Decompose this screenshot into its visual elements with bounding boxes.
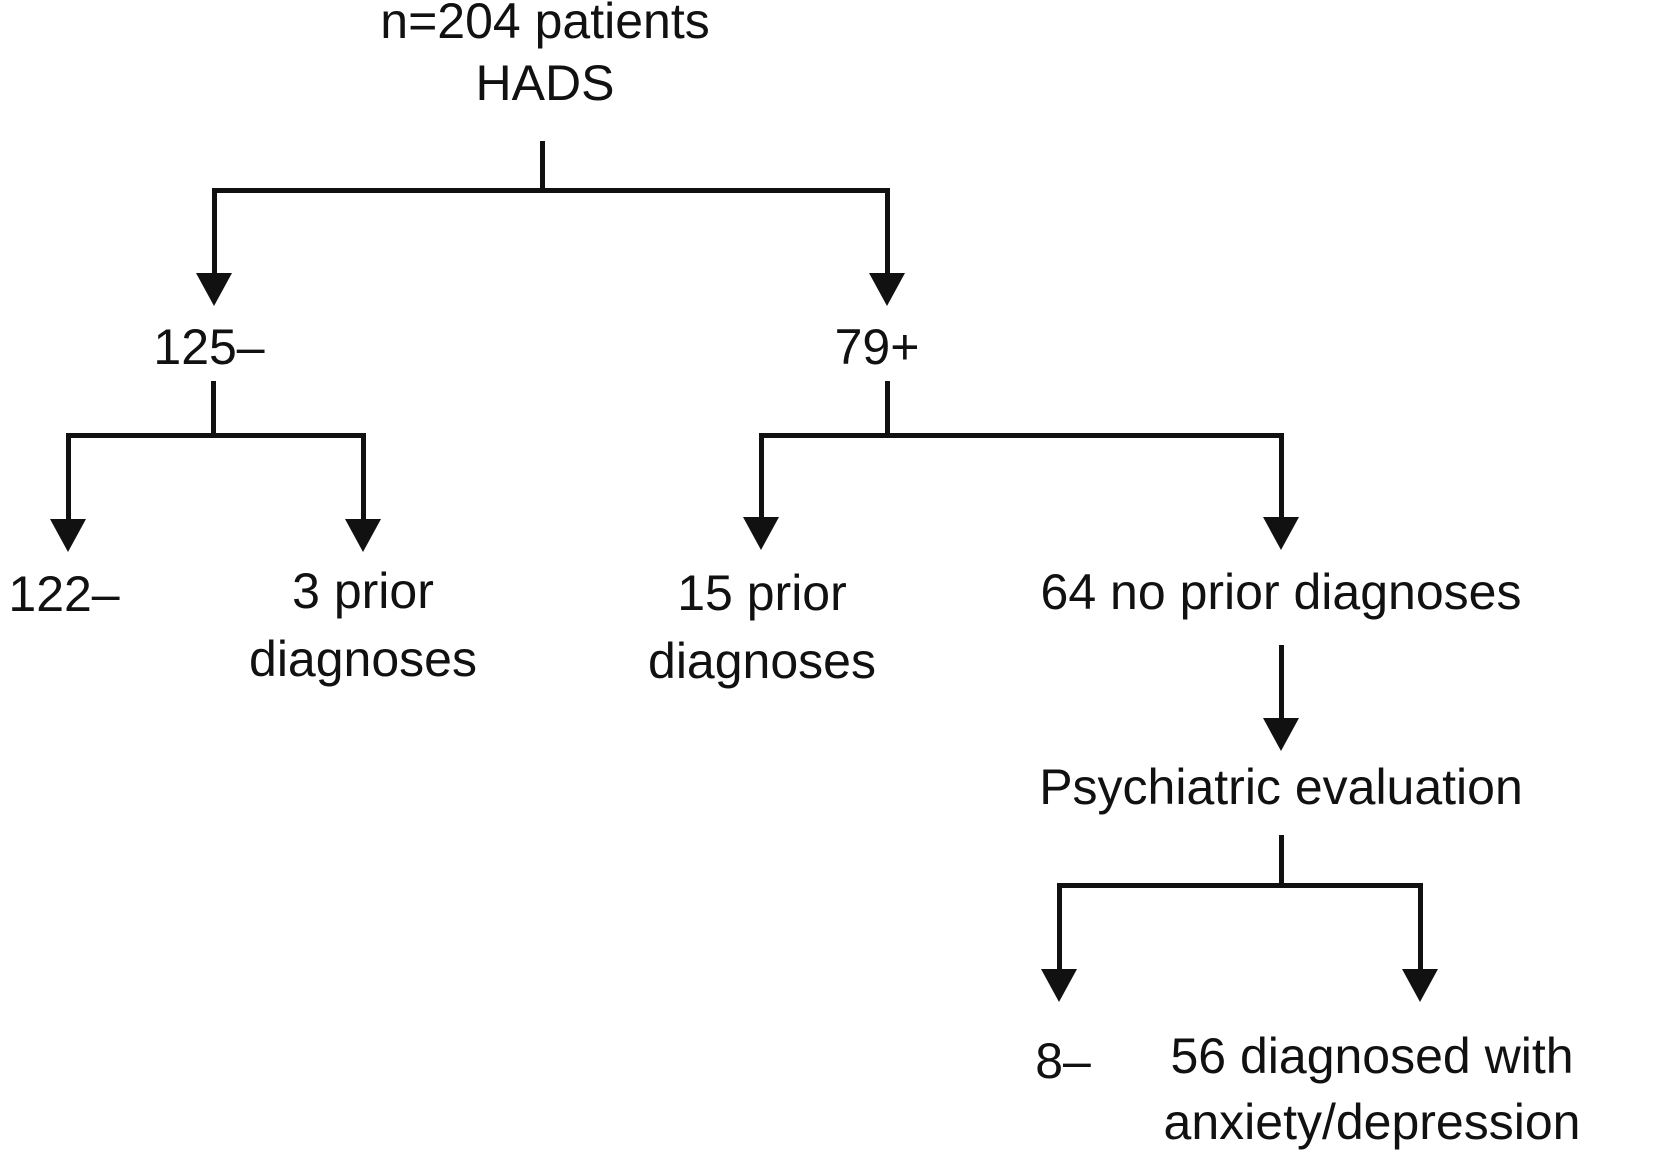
connector-to-15prior-stem <box>759 433 764 519</box>
node-negative-prior-line1: 3 prior <box>292 563 434 619</box>
node-root-line1: n=204 patients <box>380 0 710 49</box>
node-negative-prior: 3 prior diagnoses <box>249 557 477 693</box>
node-negative-remainder: 122– <box>8 566 120 622</box>
node-hads-negative: 125– <box>153 319 265 375</box>
connector-psych-stem <box>1279 835 1284 885</box>
node-root: n=204 patients HADS <box>380 0 709 114</box>
connector-125-branch <box>66 433 366 438</box>
connector-to-122-stem <box>66 433 71 521</box>
node-root-line2: HADS <box>475 55 615 111</box>
node-hads-positive: 79+ <box>834 319 920 375</box>
arrowhead-down-icon <box>1263 517 1299 550</box>
connector-to-79-stem <box>885 188 890 276</box>
connector-psych-branch <box>1057 883 1423 888</box>
arrowhead-down-icon <box>1402 969 1438 1002</box>
arrowhead-down-icon <box>50 519 86 552</box>
node-eval-negative: 8– <box>1035 1033 1091 1089</box>
node-eval-diagnosed-line2: anxiety/depression <box>1163 1094 1581 1150</box>
connector-to-56-stem <box>1418 883 1423 971</box>
connector-to-3prior-stem <box>361 433 366 521</box>
arrowhead-down-icon <box>196 273 232 306</box>
node-positive-prior: 15 prior diagnoses <box>648 559 876 695</box>
node-eval-diagnosed: 56 diagnosed with anxiety/depression <box>1164 1023 1581 1155</box>
node-positive-prior-line1: 15 prior <box>677 565 847 621</box>
connector-79-stem <box>885 381 890 435</box>
arrowhead-down-icon <box>869 273 905 306</box>
connector-to-64-stem <box>1279 433 1284 519</box>
arrowhead-down-icon <box>345 519 381 552</box>
connector-to-8-stem <box>1057 883 1062 971</box>
node-eval-diagnosed-line1: 56 diagnosed with <box>1170 1028 1574 1084</box>
node-psych-eval: Psychiatric evaluation <box>1039 759 1523 815</box>
connector-root-stem <box>540 141 545 190</box>
node-positive-prior-line2: diagnoses <box>648 633 876 689</box>
arrowhead-down-icon <box>1041 969 1077 1002</box>
arrowhead-down-icon <box>743 517 779 550</box>
connector-79-branch <box>759 433 1284 438</box>
connector-64-to-psych-stem <box>1279 645 1284 720</box>
node-negative-prior-line2: diagnoses <box>249 631 477 687</box>
node-positive-no-prior: 64 no prior diagnoses <box>1040 564 1522 620</box>
arrowhead-down-icon <box>1263 718 1299 751</box>
connector-to-125-stem <box>212 188 217 276</box>
connector-root-branch <box>212 188 890 193</box>
connector-125-stem <box>211 381 216 435</box>
